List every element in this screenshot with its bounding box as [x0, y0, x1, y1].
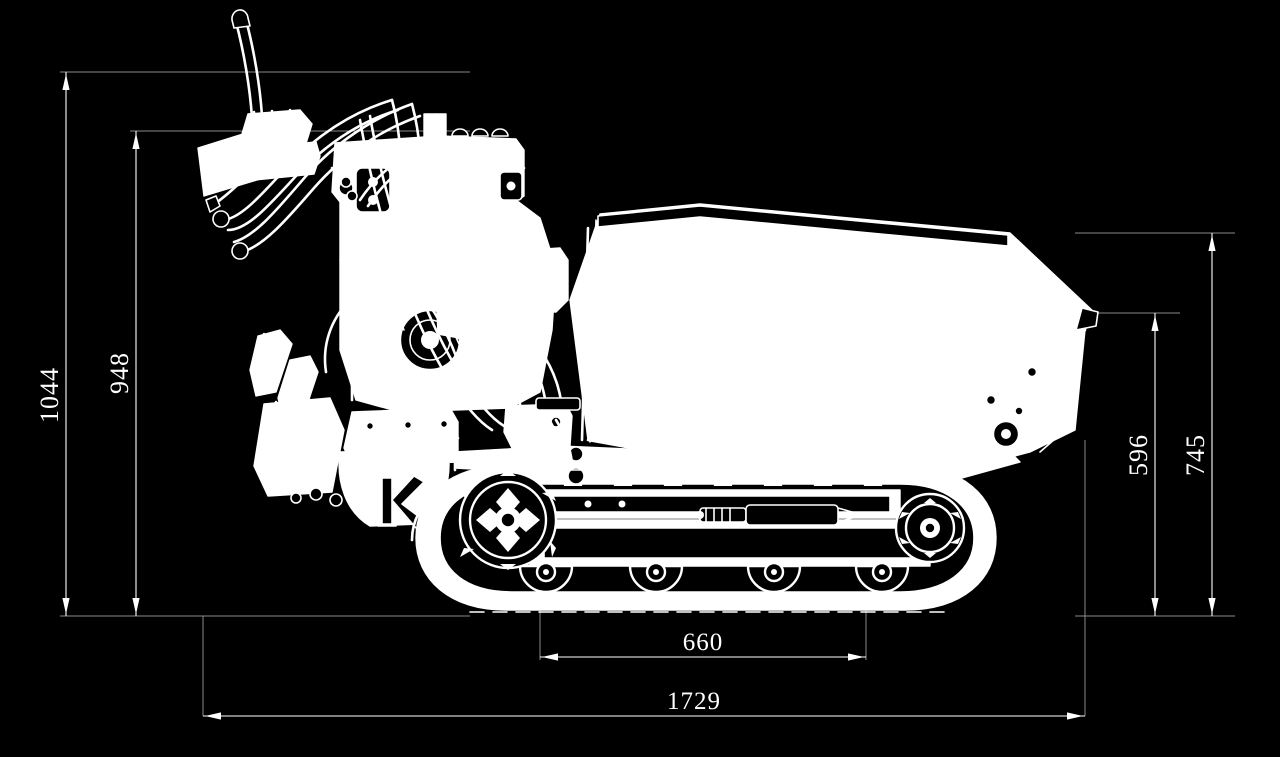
- dimension-label-596: 596: [1124, 434, 1153, 476]
- misc-details: [535, 397, 585, 485]
- dimension-1044: 1044: [35, 72, 70, 616]
- track-lugs-top: [560, 468, 886, 486]
- control-handlebar: [197, 9, 506, 432]
- hydraulic-ram: [696, 504, 853, 526]
- dimension-1729: 1729: [203, 688, 1085, 720]
- dimension-label-1044: 1044: [35, 367, 64, 423]
- track-lugs-bottom: [556, 592, 886, 610]
- rubber-track: [410, 465, 997, 613]
- idler-wheel: [894, 492, 966, 564]
- dimension-596: 596: [1124, 313, 1159, 616]
- dimension-948: 948: [105, 131, 140, 616]
- hydraulic-hoses: [323, 140, 564, 426]
- dimension-660: 660: [540, 629, 866, 661]
- machine-drawing: [197, 9, 1099, 613]
- dimension-label-660: 660: [683, 629, 724, 656]
- drive-sprocket: [458, 470, 558, 570]
- dimension-label-1729: 1729: [667, 688, 721, 715]
- pedal-lever: [249, 329, 348, 507]
- dimension-label-948: 948: [105, 352, 134, 394]
- dimension-label-745: 745: [1181, 434, 1210, 476]
- dimension-layer: 1044 948 596 745 660: [35, 71, 1235, 720]
- dimension-745: 745: [1181, 233, 1216, 616]
- track-rollers: [518, 561, 910, 594]
- dump-bed: [569, 203, 1099, 471]
